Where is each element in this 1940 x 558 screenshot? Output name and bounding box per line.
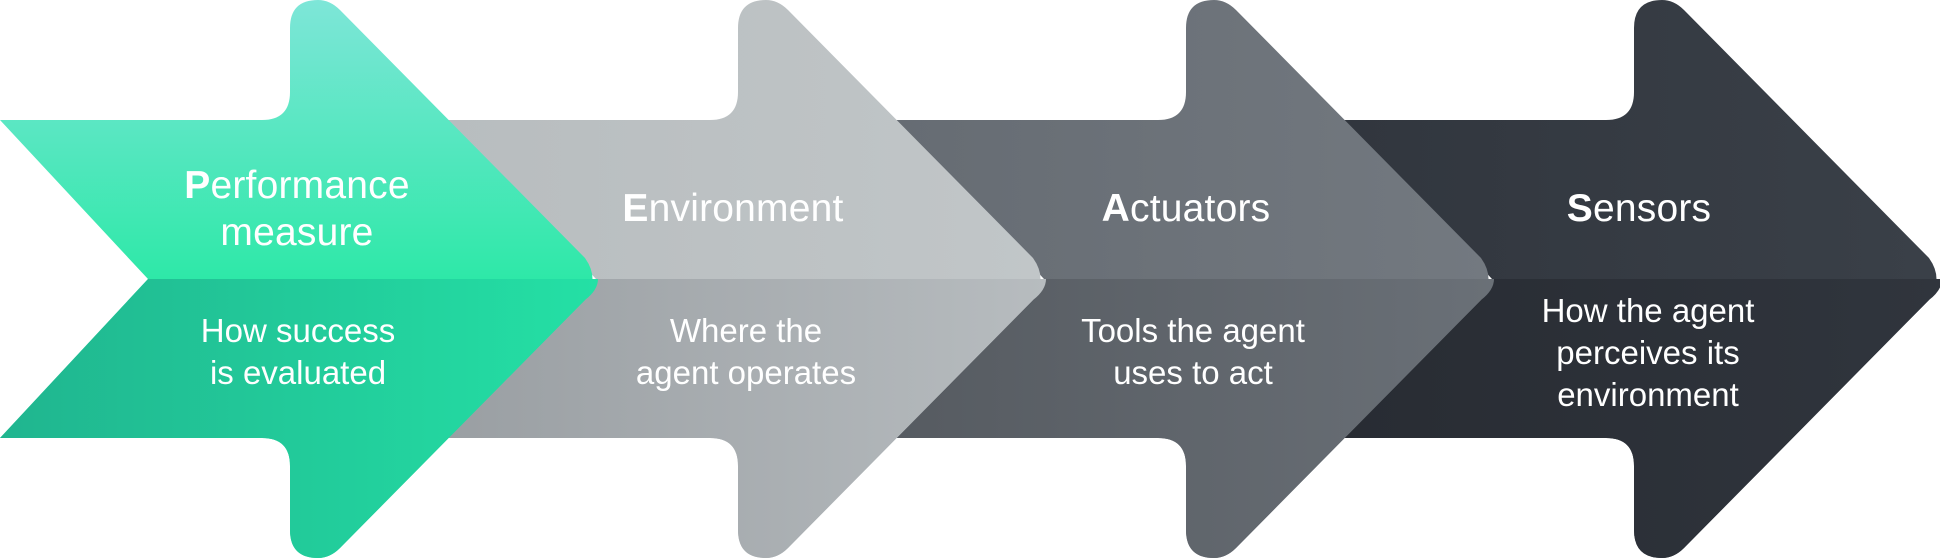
arrow-lower-band-performance-measure <box>0 279 598 558</box>
arrow-environment <box>448 0 1046 558</box>
arrow-performance-measure <box>0 0 598 558</box>
arrow-lower-band-environment <box>448 279 1046 558</box>
arrow-actuators <box>896 0 1494 558</box>
arrow-lower-band-actuators <box>896 279 1494 558</box>
arrow-sensors <box>1344 0 1940 558</box>
arrow-lower-band-sensors <box>1344 279 1940 558</box>
